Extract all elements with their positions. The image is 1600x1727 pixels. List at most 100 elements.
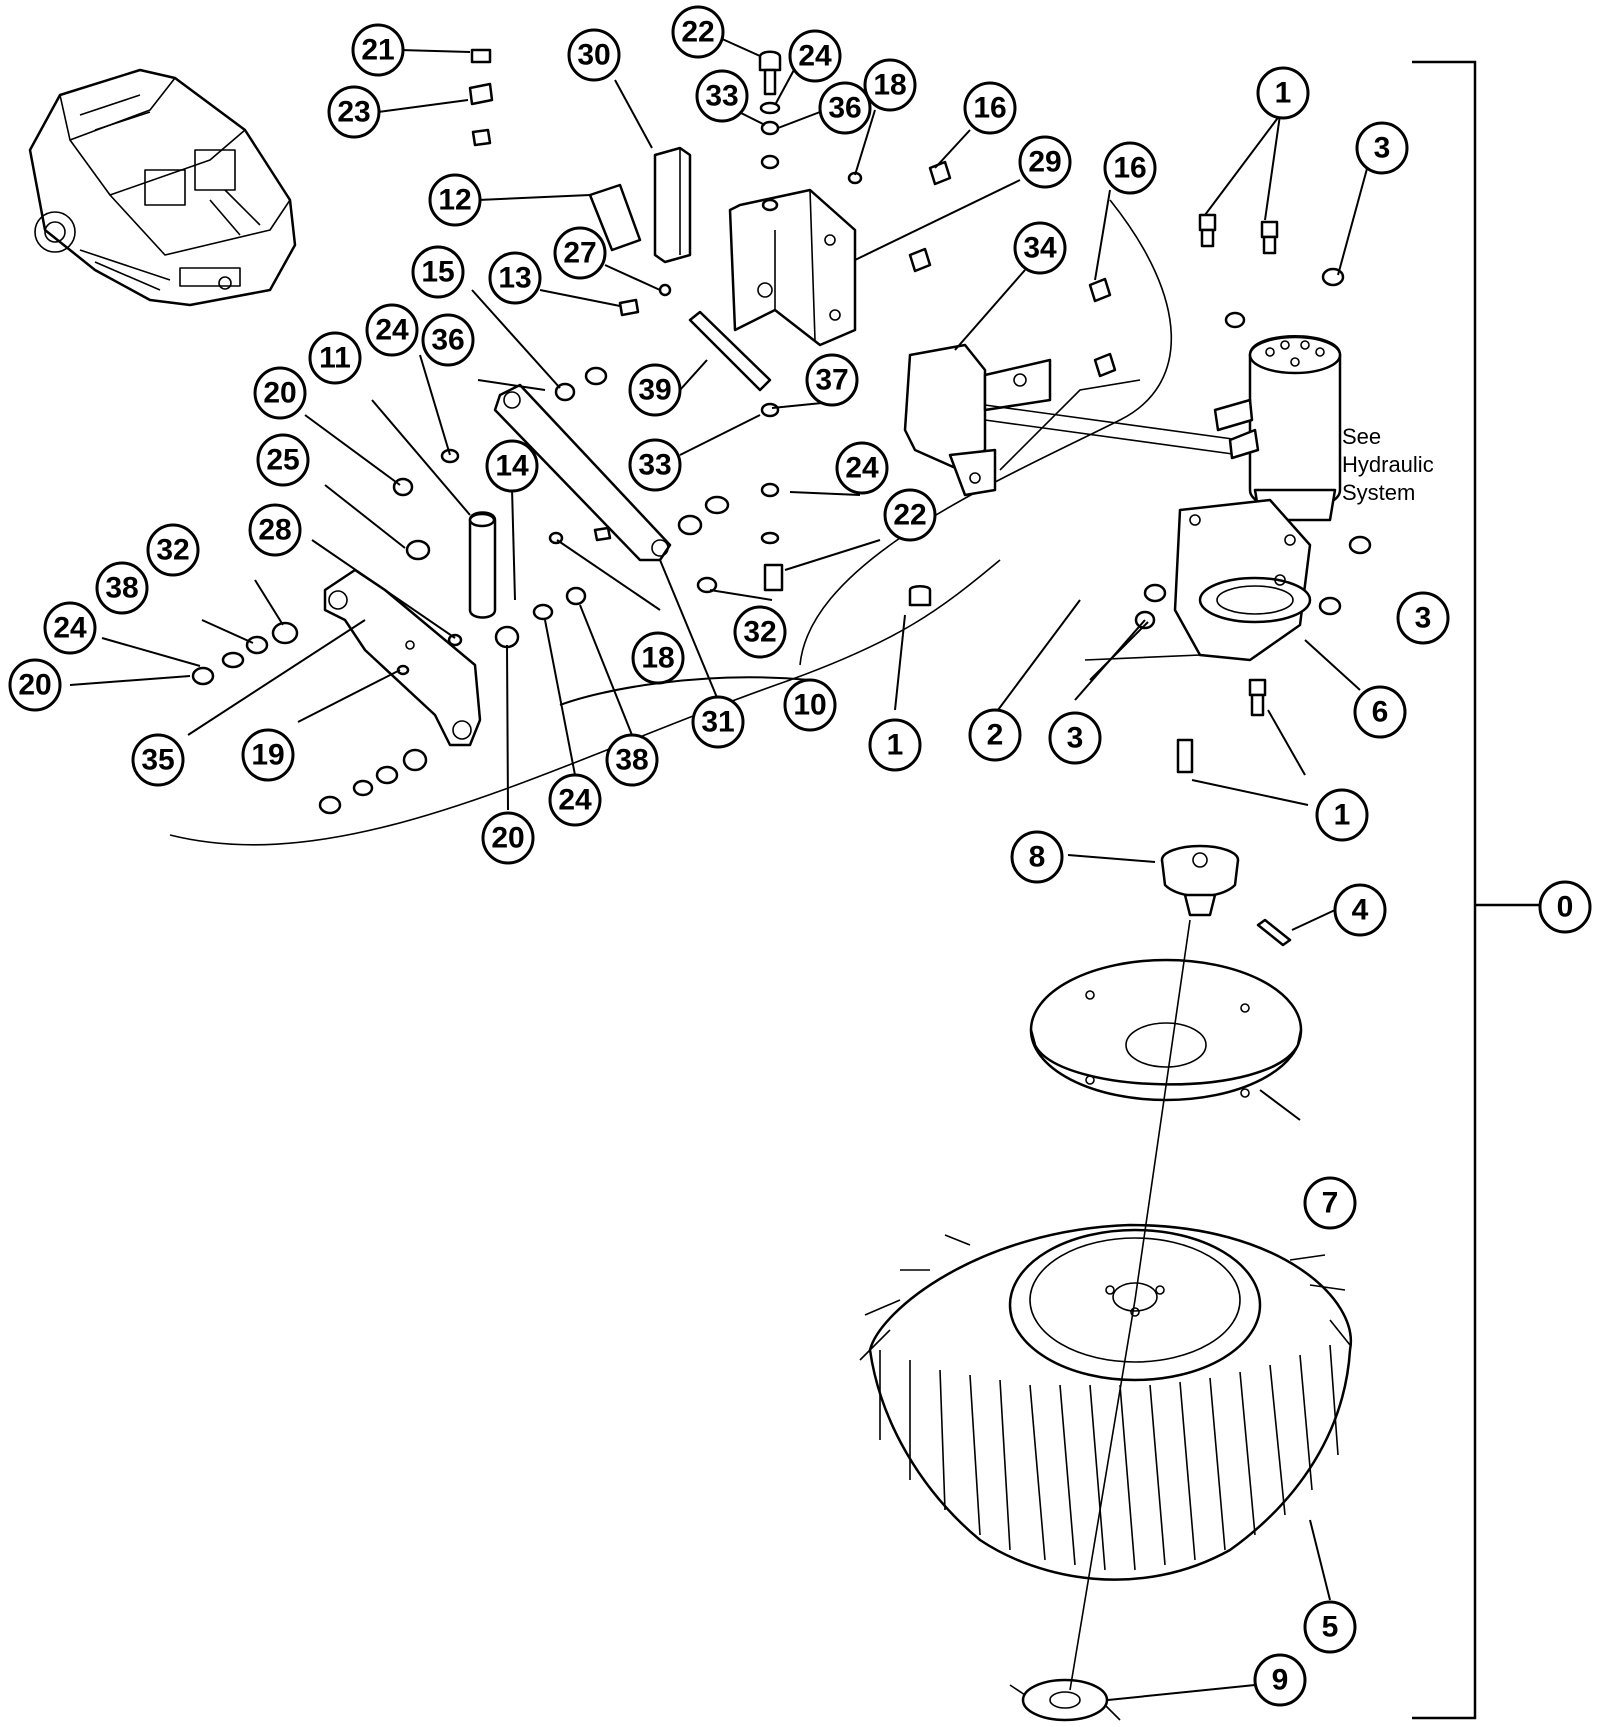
callout-13[interactable]: 13 [488,251,542,305]
callout-11[interactable]: 11 [308,331,362,385]
callout-24[interactable]: 24 [835,441,889,495]
callout-1[interactable]: 1 [1256,66,1310,120]
callout-33[interactable]: 33 [628,438,682,492]
callout-3[interactable]: 3 [1355,121,1409,175]
callout-36[interactable]: 36 [818,81,872,135]
note-line-1: See [1342,424,1381,449]
callout-37[interactable]: 37 [805,353,859,407]
callout-25[interactable]: 25 [256,433,310,487]
callout-32[interactable]: 32 [146,523,200,577]
callout-8[interactable]: 8 [1010,830,1064,884]
callout-19[interactable]: 19 [241,728,295,782]
callout-1[interactable]: 1 [1315,788,1369,842]
callout-5[interactable]: 5 [1303,1600,1357,1654]
callout-30[interactable]: 30 [567,28,621,82]
note-line-2: Hydraulic [1342,452,1434,477]
callout-24[interactable]: 24 [365,303,419,357]
callout-18[interactable]: 18 [631,631,685,685]
svg-text:1: 1 [1334,799,1351,832]
svg-text:7: 7 [1322,1187,1339,1220]
callout-32[interactable]: 32 [733,605,787,659]
frame-outline-curve [799,199,1173,666]
machine-thumbnail [28,68,297,307]
callout-22[interactable]: 22 [883,488,937,542]
callout-35[interactable]: 35 [131,733,185,787]
svg-text:9: 9 [1272,1664,1289,1697]
callout-7[interactable]: 7 [1303,1176,1357,1230]
callout-31[interactable]: 31 [691,695,745,749]
callout-12[interactable]: 12 [428,173,482,227]
callout-3[interactable]: 3 [1396,591,1450,645]
callout-39[interactable]: 39 [628,363,682,417]
svg-text:8: 8 [1029,841,1046,874]
svg-text:19: 19 [251,739,284,772]
callout-14[interactable]: 14 [485,439,539,493]
callout-9[interactable]: 9 [1253,1653,1307,1707]
retaining-clip [1009,1678,1121,1722]
svg-text:24: 24 [845,452,879,485]
callout-1[interactable]: 1 [868,718,922,772]
callout-15[interactable]: 15 [411,245,465,299]
svg-text:31: 31 [701,706,734,739]
callout-6[interactable]: 6 [1353,685,1407,739]
pivot-shaft [688,310,772,392]
svg-text:18: 18 [641,642,674,675]
svg-text:38: 38 [105,572,138,605]
callout-16[interactable]: 16 [963,81,1017,135]
svg-text:24: 24 [53,612,87,645]
callout-3[interactable]: 3 [1048,711,1102,765]
svg-text:3: 3 [1415,602,1432,635]
spacer-tube [588,183,642,252]
svg-text:22: 22 [893,499,926,532]
callout-28[interactable]: 28 [248,503,302,557]
svg-text:20: 20 [491,822,524,855]
callout-2[interactable]: 2 [968,708,1022,762]
svg-text:20: 20 [18,669,51,702]
callout-22[interactable]: 22 [671,5,725,59]
hardware-parts [191,48,1372,815]
callout-4[interactable]: 4 [1333,883,1387,937]
svg-text:35: 35 [141,744,174,777]
svg-text:0: 0 [1557,891,1574,924]
swing-arm [323,568,482,747]
assembly-bracket [1412,60,1540,1720]
svg-text:36: 36 [828,92,861,125]
callout-21[interactable]: 21 [351,23,405,77]
svg-text:36: 36 [431,324,464,357]
callout-29[interactable]: 29 [1018,135,1072,189]
drive-pin [1256,918,1292,947]
svg-text:16: 16 [973,92,1006,125]
callout-10[interactable]: 10 [783,678,837,732]
callout-33[interactable]: 33 [695,69,749,123]
svg-text:28: 28 [258,514,291,547]
pivot-bracket [728,188,857,347]
callout-24[interactable]: 24 [548,773,602,827]
svg-text:33: 33 [705,80,738,113]
callout-20[interactable]: 20 [253,366,307,420]
svg-text:39: 39 [638,374,671,407]
drive-hub [1160,844,1240,917]
svg-text:23: 23 [337,96,370,129]
svg-text:29: 29 [1028,146,1061,179]
svg-text:13: 13 [498,262,531,295]
callout-0[interactable]: 0 [1538,880,1592,934]
callout-38[interactable]: 38 [605,733,659,787]
svg-text:20: 20 [263,377,296,410]
callout-23[interactable]: 23 [327,85,381,139]
svg-text:16: 16 [1113,152,1146,185]
svg-text:24: 24 [798,40,832,73]
callout-20[interactable]: 20 [8,658,62,712]
callout-16[interactable]: 16 [1103,141,1157,195]
callout-34[interactable]: 34 [1013,221,1067,275]
callout-24[interactable]: 24 [788,29,842,83]
callout-38[interactable]: 38 [95,561,149,615]
svg-text:1: 1 [1275,77,1292,110]
callout-20[interactable]: 20 [481,811,535,865]
callout-27[interactable]: 27 [553,226,607,280]
callout-24[interactable]: 24 [43,601,97,655]
callout-18[interactable]: 18 [863,58,917,112]
svg-text:25: 25 [266,444,299,477]
callout-36[interactable]: 36 [421,313,475,367]
svg-text:27: 27 [563,237,596,270]
svg-text:10: 10 [793,689,826,722]
